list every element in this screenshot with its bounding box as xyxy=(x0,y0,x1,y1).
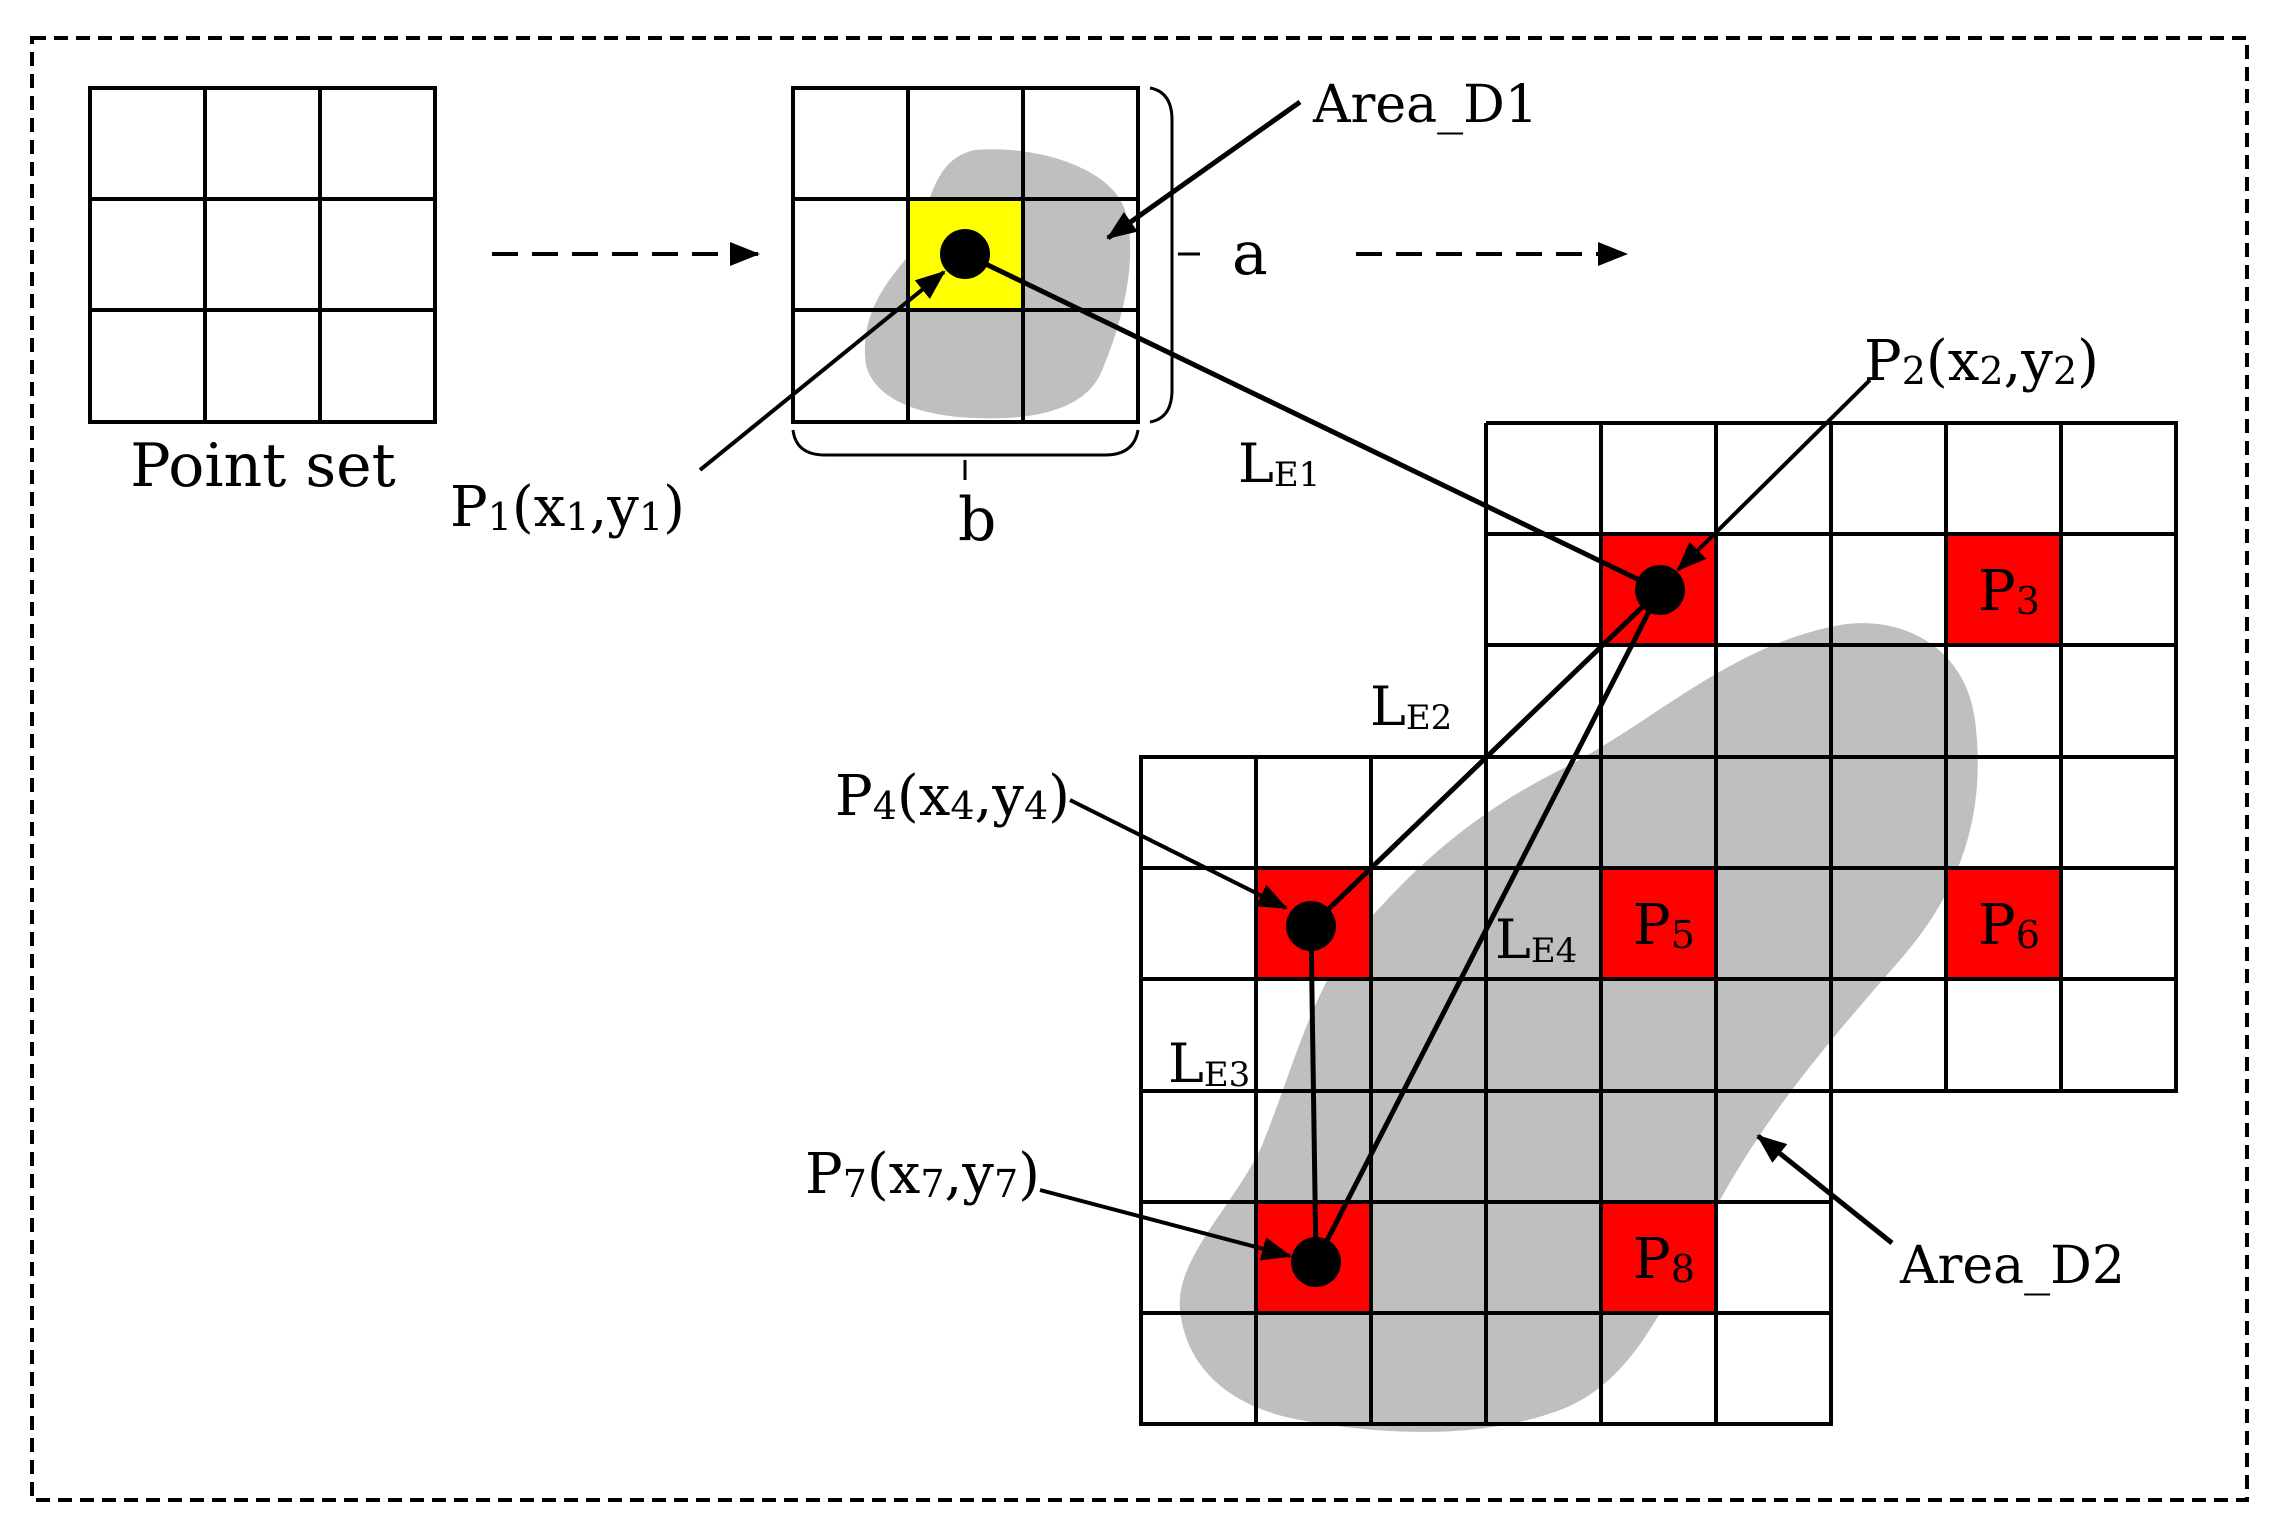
area-d1-label: Area_D1 xyxy=(1312,75,1538,135)
p2-arrow xyxy=(1676,378,1872,572)
dim-a-label: a xyxy=(1232,219,1268,289)
p5-label: P5 xyxy=(1633,893,1695,958)
area-d1-arrow xyxy=(1106,99,1302,241)
p8-label: P8 xyxy=(1633,1227,1695,1292)
red-cell-p3 xyxy=(1946,534,2061,645)
point-p4 xyxy=(1286,901,1336,951)
p7-label: P7(x7,y7) xyxy=(805,1142,1040,1207)
point-set-label: Point set xyxy=(130,431,396,501)
p6-label: P6 xyxy=(1978,893,2040,958)
p7-arrow xyxy=(1039,1188,1292,1261)
p4-arrow xyxy=(1069,798,1288,910)
brace-a xyxy=(1149,86,1174,424)
red-cell-p5 xyxy=(1601,868,1716,979)
point-p7 xyxy=(1291,1237,1341,1287)
point-p2 xyxy=(1635,565,1685,615)
p2-label: P2(x2,y2) xyxy=(1864,329,2099,394)
le3-label: LE3 xyxy=(1168,1032,1250,1095)
red-cell-p6 xyxy=(1946,868,2061,979)
outer-dashed-frame xyxy=(30,36,2249,1502)
line-le3 xyxy=(1308,925,1319,1263)
line-le4 xyxy=(1313,588,1663,1264)
area-d2-label: Area_D2 xyxy=(1899,1236,2125,1296)
area-d2-arrow xyxy=(1756,1134,1894,1245)
le4-label: LE4 xyxy=(1495,908,1577,971)
line-le2 xyxy=(1309,588,1662,928)
area-d1-grid-group xyxy=(791,86,1200,480)
p1-arrow xyxy=(698,270,946,472)
p4-label: P4(x4,y4) xyxy=(835,764,1070,829)
area-d2-grid-group xyxy=(1139,421,2178,1432)
area-d2-blob xyxy=(1179,623,1978,1432)
brace-b xyxy=(791,429,1140,457)
red-cell-p8 xyxy=(1601,1202,1716,1313)
point-p1 xyxy=(940,229,990,279)
le2-label: LE2 xyxy=(1370,675,1452,738)
point-set-grid xyxy=(88,86,437,424)
le1-label: LE1 xyxy=(1238,432,1320,495)
p1-label: P1(x1,y1) xyxy=(450,475,685,540)
connection-lines xyxy=(963,251,1663,1264)
dim-b-label: b xyxy=(958,485,996,555)
line-le1 xyxy=(963,251,1662,593)
p3-label: P3 xyxy=(1978,559,2040,624)
